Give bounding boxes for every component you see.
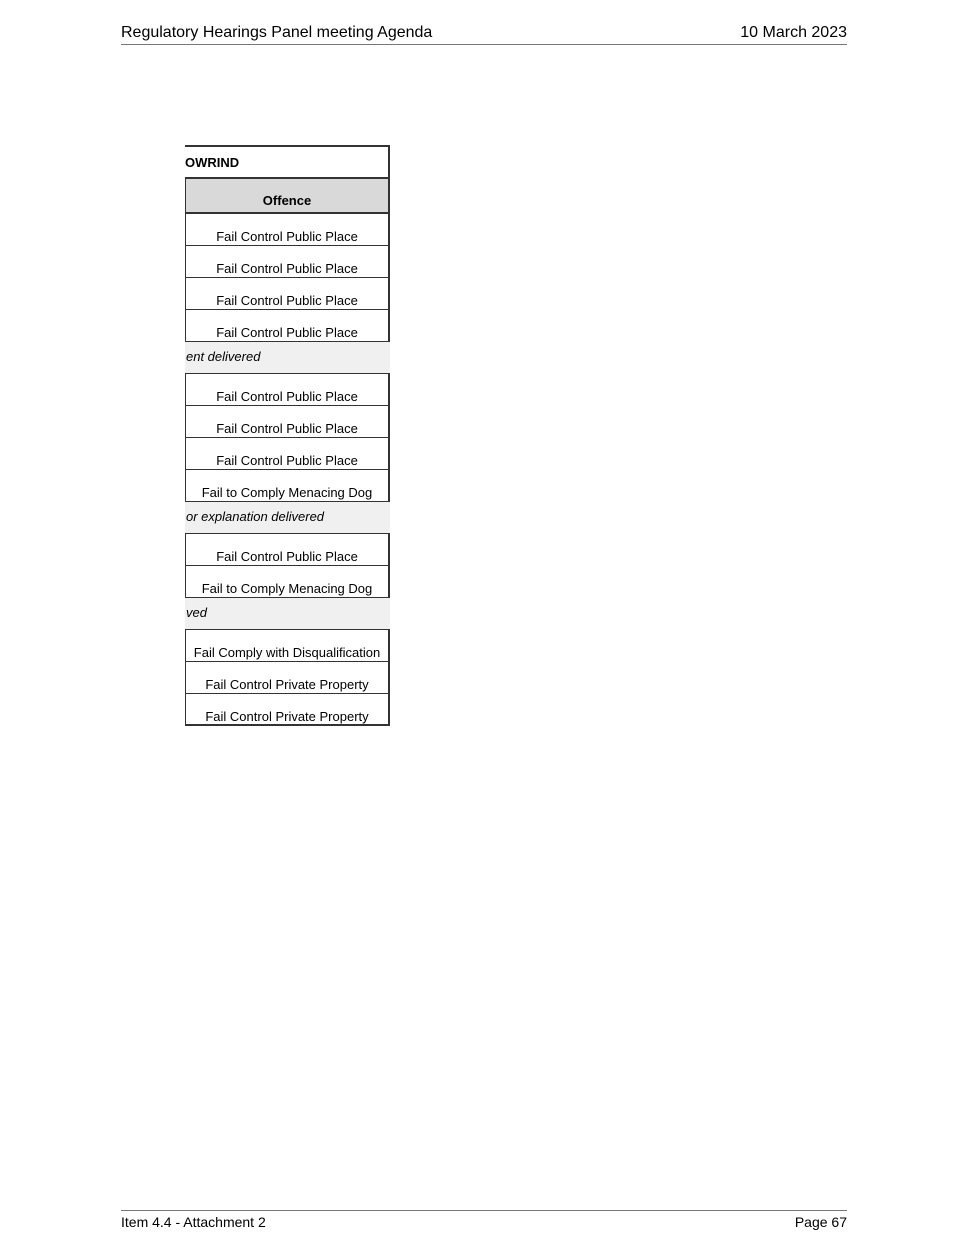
table-row: Fail Control Private Property: [185, 694, 390, 726]
table-title: OWRIND: [185, 145, 390, 179]
attachment-label: Item 4.4 - Attachment 2: [121, 1214, 266, 1230]
page-footer: Item 4.4 - Attachment 2 Page 67: [121, 1210, 847, 1233]
document-title: Regulatory Hearings Panel meeting Agenda: [121, 24, 433, 41]
table-row: Fail Comply with Disqualification: [185, 630, 390, 662]
page-header: Regulatory Hearings Panel meeting Agenda…: [121, 22, 847, 45]
table-row: Fail Control Public Place: [185, 214, 390, 246]
table-row: Fail Control Public Place: [185, 278, 390, 310]
table-row: Fail Control Private Property: [185, 662, 390, 694]
group-row: ent delivered: [185, 342, 390, 374]
table-row: Fail Control Public Place: [185, 438, 390, 470]
meeting-date: 10 March 2023: [740, 24, 847, 41]
table-row: Fail Control Public Place: [185, 534, 390, 566]
table-row: Fail to Comply Menacing Dog: [185, 566, 390, 598]
table-row: Fail Control Public Place: [185, 406, 390, 438]
table-row: Fail Control Public Place: [185, 374, 390, 406]
table-row: Fail Control Public Place: [185, 310, 390, 342]
group-row: or explanation delivered: [185, 502, 390, 534]
column-header-offence: Offence: [185, 179, 390, 214]
offence-table: OWRIND Offence Fail Control Public Place…: [185, 145, 390, 726]
table-row: Fail Control Public Place: [185, 246, 390, 278]
page-number: Page 67: [794, 1214, 847, 1230]
table-row: Fail to Comply Menacing Dog: [185, 470, 390, 502]
group-row: ved: [185, 598, 390, 630]
